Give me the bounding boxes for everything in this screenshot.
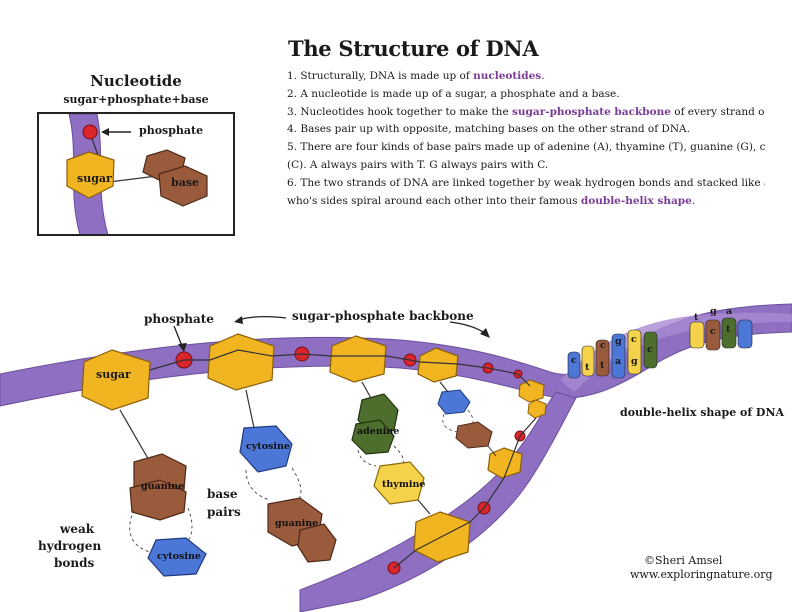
sugar-pentagon [527, 399, 547, 419]
page-title: The Structure of DNA [288, 36, 539, 61]
helix-letter: g [631, 356, 638, 367]
guanine-ring-2 [129, 479, 187, 521]
credit-url: www.exploringnature.org [630, 568, 773, 581]
adenine-ring-2 [351, 419, 395, 455]
arrowhead [234, 316, 243, 324]
nucleotide-base-label: base [171, 176, 200, 189]
nucleotide-sugar-label: sugar [77, 172, 112, 185]
thymine-label: thymine [382, 479, 426, 490]
guanine-label: guanine [141, 481, 185, 492]
nucleotide-title: Nucleotide [90, 72, 182, 90]
helix-rung [595, 339, 610, 377]
lower-backbone-bonds [393, 417, 537, 569]
helix-letter: t [694, 312, 699, 323]
helix-label: double-helix shape of DNA [620, 406, 785, 419]
helix-letter: a [615, 356, 622, 367]
helix-rungs [567, 317, 753, 379]
lower-backbone-strand [299, 391, 577, 612]
fact-line: 2. A nucleotide is made up of a sugar, a… [287, 87, 620, 100]
helix-rung [627, 329, 642, 375]
fact-line: 4. Bases pair up with opposite, matching… [287, 123, 690, 136]
sugar-pentagon [417, 347, 459, 383]
base-pairs-label-2: pairs [207, 505, 241, 519]
phosphate-pointer [173, 325, 183, 347]
helix-letter: t [600, 360, 605, 371]
hydrogen-bonds [129, 507, 193, 553]
helix-letter: c [631, 334, 637, 345]
backbone-arrow-left [237, 316, 287, 321]
fact-line: 1. Structurally, DNA is made up of nucle… [287, 70, 545, 82]
base-sugar-bond [417, 499, 431, 515]
helix-rung [611, 333, 626, 379]
sugar-pentagon [329, 335, 387, 383]
fact-line: 6. The two strands of DNA are linked tog… [287, 176, 765, 189]
phosphate-label: phosphate [144, 312, 214, 326]
nucleotide-subtitle: sugar+phosphate+base [63, 93, 209, 106]
cytosine-ring [239, 425, 293, 473]
helix-rung [737, 319, 753, 349]
cytosine-ring [147, 537, 207, 577]
nucleotide-illustration [66, 114, 208, 234]
sugar-pentagon [487, 447, 523, 479]
lower-strand-nucleotides [387, 399, 547, 575]
nucleotide-box: phosphate sugar base [37, 112, 235, 236]
helix-letter: c [710, 326, 716, 337]
helix-letter: c [571, 355, 577, 366]
helix-letter: t [585, 362, 590, 373]
helix-letter: t [726, 324, 731, 335]
sugar-base-bond [361, 381, 373, 401]
arrowhead [178, 343, 187, 352]
nucleotide-phosphate-label: phosphate [139, 124, 204, 137]
credit-author: ©Sheri Amsel [644, 554, 723, 567]
sugar-base-bond [439, 381, 449, 393]
guanine-ring [455, 421, 493, 449]
helix-rung [581, 345, 595, 377]
fact-line: (C). A always pairs with T. G always pai… [287, 158, 549, 171]
helix-rung [689, 321, 705, 349]
upper-sugars [81, 333, 545, 411]
backbone-label: sugar-phosphate backbone [292, 309, 474, 323]
weak-bonds-label-2: hydrogen [38, 539, 102, 553]
helix-letter: c [600, 340, 606, 351]
helix-rung [643, 331, 658, 369]
backbone-bonds [149, 349, 531, 387]
helix-letter: c [647, 344, 653, 355]
phosphate-ball [82, 124, 98, 140]
hydrogen-bonds [245, 467, 302, 505]
sugar-pentagon [81, 349, 151, 411]
fact-list: 1. Structurally, DNA is made up of nucle… [287, 68, 765, 210]
arrowhead [101, 128, 109, 136]
fact-line: who's sides spiral around each other int… [287, 194, 696, 207]
helix-rung [705, 319, 721, 351]
fact-line: 5. There are four kinds of base pairs ma… [287, 141, 765, 154]
guanine-label-lower: guanine [275, 518, 319, 529]
base-pairs-label-1: base [207, 487, 238, 501]
sugar-base-bond [108, 175, 158, 183]
helix-rung [721, 317, 737, 349]
sugar-pentagon [518, 379, 545, 403]
arrowhead [480, 328, 490, 338]
cytosine-ring [437, 389, 471, 415]
weak-bonds-label-1: weak [60, 522, 95, 536]
weak-bonds-label-3: bonds [54, 556, 95, 570]
adenine-label: adenine [357, 426, 400, 437]
cytosine-label-upper: cytosine [246, 441, 290, 452]
sugar-label: sugar [96, 368, 131, 381]
helix-letter: a [726, 306, 733, 317]
helix-letter: g [615, 336, 622, 347]
base-sugar-bond [487, 445, 497, 457]
cytosine-label-lower: cytosine [157, 551, 201, 562]
helix-letter: g [710, 306, 717, 317]
backbone-arrow-right [449, 321, 487, 335]
guanine-ring-2 [297, 523, 337, 563]
fact-line: 3. Nucleotides hook together to make the… [287, 105, 765, 118]
sugar-base-bond [245, 389, 255, 429]
sugar-pentagon [207, 333, 275, 391]
helix-rung [567, 351, 581, 379]
sugar-pentagon [66, 151, 115, 199]
base-hexagon-2 [158, 165, 208, 207]
sugar-base-bond [119, 409, 151, 463]
